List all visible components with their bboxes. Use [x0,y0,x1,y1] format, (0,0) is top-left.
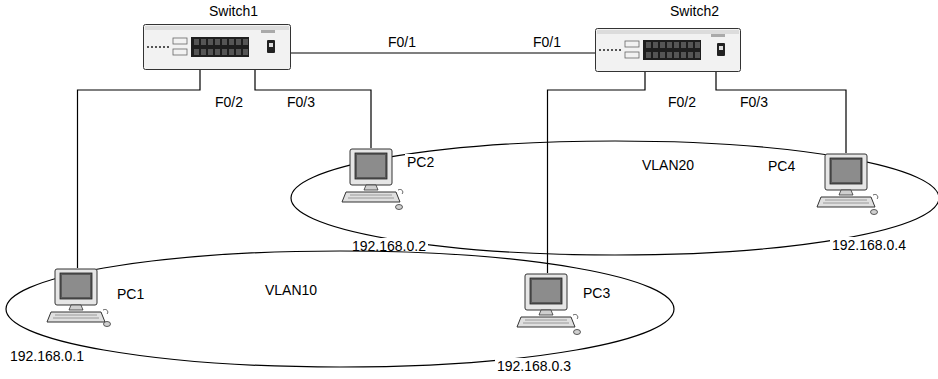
pc-name: PC1 [115,286,146,302]
pc-symbol [515,273,580,338]
network-cable [291,52,595,53]
vlan-name: VLAN20 [640,157,696,173]
switch-symbol [143,24,291,70]
vlan-ellipse: VLAN10 [5,250,675,368]
pc-computer: PC4192.168.0.4 [815,153,877,218]
switch-device: Switch1 [143,24,291,70]
port-label: F0/1 [386,34,418,50]
network-cable [255,70,371,148]
vlan-name: VLAN10 [263,282,319,298]
port-label: F0/1 [531,34,563,50]
port-label: F0/2 [666,94,698,110]
pc-symbol [45,268,110,330]
switch-device: Switch2 [595,28,741,72]
ip-address: 192.168.0.3 [495,358,573,374]
ip-address: 192.168.0.1 [8,348,86,364]
pc-computer: PC2192.168.0.2 [340,148,402,213]
switch-symbol [595,28,741,72]
port-label: F0/3 [285,94,317,110]
network-cable [548,72,646,273]
pc-computer: PC3192.168.0.3 [515,273,580,338]
port-label: F0/3 [738,94,770,110]
network-cable [78,70,201,268]
ellipse-symbol [5,250,675,368]
pc-name: PC4 [766,158,797,174]
switch-name: Switch2 [668,3,721,19]
pc-name: PC3 [581,285,612,301]
network-cable [716,72,846,153]
pc-symbol [815,153,877,218]
pc-name: PC2 [405,154,436,170]
port-label: F0/2 [213,94,245,110]
pc-symbol [340,148,402,213]
pc-computer: PC1192.168.0.1 [45,268,110,330]
ip-address: 192.168.0.4 [830,237,908,253]
switch-name: Switch1 [207,3,260,19]
